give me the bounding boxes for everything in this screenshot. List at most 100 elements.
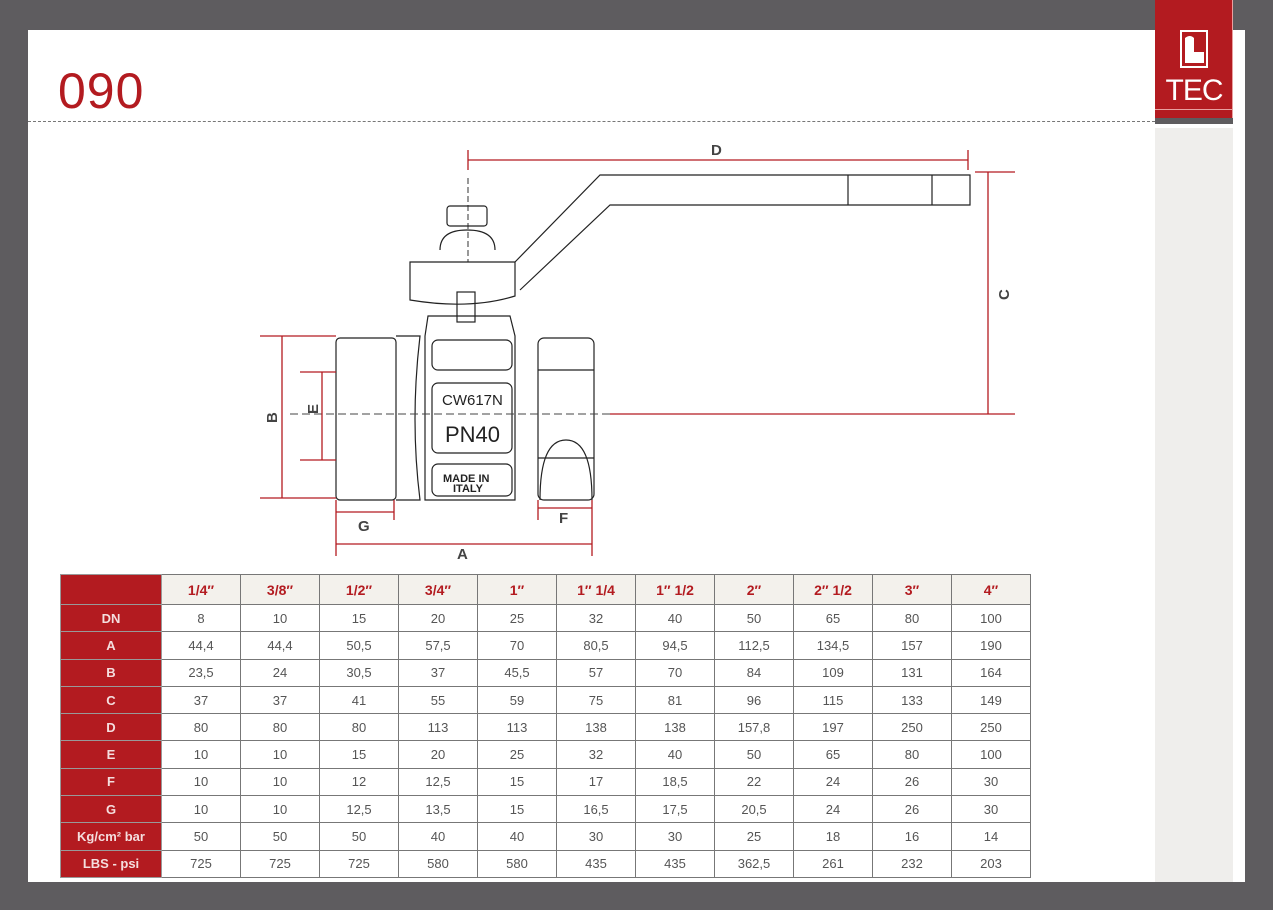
table-cell: 435 — [556, 849, 636, 878]
logo-text: TEC — [1165, 74, 1224, 107]
table-cell: 14 — [951, 822, 1031, 851]
table-cell: 725 — [319, 849, 399, 878]
table-cell: 84 — [714, 658, 794, 687]
dim-label-a: A — [457, 546, 468, 563]
table-cell: 157,8 — [714, 713, 794, 742]
column-header: 2″ — [714, 574, 794, 605]
table-cell: 15 — [319, 740, 399, 769]
table-cell: 81 — [635, 685, 715, 715]
column-header: 4″ — [951, 574, 1031, 605]
table-cell: 15 — [477, 767, 557, 797]
table-cell: 115 — [793, 685, 873, 715]
dim-label-c: C — [996, 289, 1013, 300]
table-cell: 725 — [240, 849, 320, 878]
table-cell: 57 — [556, 658, 636, 687]
row-label: G — [60, 795, 162, 824]
table-cell: 24 — [793, 795, 873, 824]
column-header: 1″ 1/4 — [556, 574, 636, 605]
column-header: 3/8″ — [240, 574, 320, 605]
table-cell: 26 — [872, 795, 952, 824]
table-cell: 70 — [635, 658, 715, 687]
row-label: D — [60, 713, 162, 742]
table-cell: 40 — [635, 740, 715, 769]
table-cell: 13,5 — [398, 795, 478, 824]
table-cell: 250 — [872, 713, 952, 742]
table-cell: 23,5 — [161, 658, 241, 687]
table-cell: 50 — [240, 822, 320, 851]
table-cell: 435 — [635, 849, 715, 878]
table-cell: 725 — [161, 849, 241, 878]
table-cell: 131 — [872, 658, 952, 687]
table-cell: 50 — [319, 822, 399, 851]
table-cell: 10 — [240, 740, 320, 769]
table-cell: 580 — [477, 849, 557, 878]
table-cell: 30 — [556, 822, 636, 851]
table-cell: 65 — [793, 740, 873, 769]
row-label: E — [60, 740, 162, 769]
table-cell: 10 — [161, 795, 241, 824]
table-cell: 65 — [793, 603, 873, 633]
table-cell: 16 — [872, 822, 952, 851]
table-cell: 138 — [635, 713, 715, 742]
column-header: 1/2″ — [319, 574, 399, 605]
table-cell: 25 — [477, 603, 557, 633]
table-cell: 12,5 — [319, 795, 399, 824]
body-mark-italy: ITALY — [453, 483, 484, 495]
table-cell: 40 — [398, 822, 478, 851]
dim-label-d: D — [711, 142, 722, 159]
table-cell: 18,5 — [635, 767, 715, 797]
row-label: Kg/cm² bar — [60, 822, 162, 851]
table-cell: 24 — [793, 767, 873, 797]
table-cell: 15 — [477, 795, 557, 824]
row-label: B — [60, 658, 162, 687]
table-cell: 32 — [556, 740, 636, 769]
table-cell: 26 — [872, 767, 952, 797]
table-cell: 10 — [240, 603, 320, 633]
table-cell: 112,5 — [714, 631, 794, 660]
body-mark-material: CW617N — [442, 392, 503, 409]
table-cell: 80,5 — [556, 631, 636, 660]
table-cell: 20,5 — [714, 795, 794, 824]
table-cell: 100 — [951, 740, 1031, 769]
table-cell: 70 — [477, 631, 557, 660]
table-cell: 40 — [477, 822, 557, 851]
table-cell: 133 — [872, 685, 952, 715]
table-corner — [60, 574, 162, 605]
table-cell: 50 — [161, 822, 241, 851]
table-cell: 80 — [319, 713, 399, 742]
tec-logo: TEC — [1155, 0, 1233, 118]
table-cell: 96 — [714, 685, 794, 715]
table-cell: 24 — [240, 658, 320, 687]
table-cell: 20 — [398, 740, 478, 769]
table-cell: 10 — [161, 740, 241, 769]
table-cell: 362,5 — [714, 849, 794, 878]
table-cell: 50,5 — [319, 631, 399, 660]
page-title: 090 — [58, 63, 145, 119]
dim-label-g: G — [358, 518, 370, 535]
table-cell: 37 — [161, 685, 241, 715]
row-label: F — [60, 767, 162, 797]
table-cell: 250 — [951, 713, 1031, 742]
table-cell: 100 — [951, 603, 1031, 633]
dim-label-f: F — [559, 510, 568, 527]
table-cell: 22 — [714, 767, 794, 797]
column-header: 3″ — [872, 574, 952, 605]
table-cell: 45,5 — [477, 658, 557, 687]
table-cell: 25 — [477, 740, 557, 769]
table-cell: 8 — [161, 603, 241, 633]
logo-pipe-icon — [1180, 30, 1208, 68]
table-cell: 157 — [872, 631, 952, 660]
table-cell: 203 — [951, 849, 1031, 878]
table-cell: 50 — [714, 603, 794, 633]
valve-drawing: CW617N PN40 MADE IN ITALY D C B E G F A — [260, 142, 1015, 563]
row-label: DN — [60, 603, 162, 633]
